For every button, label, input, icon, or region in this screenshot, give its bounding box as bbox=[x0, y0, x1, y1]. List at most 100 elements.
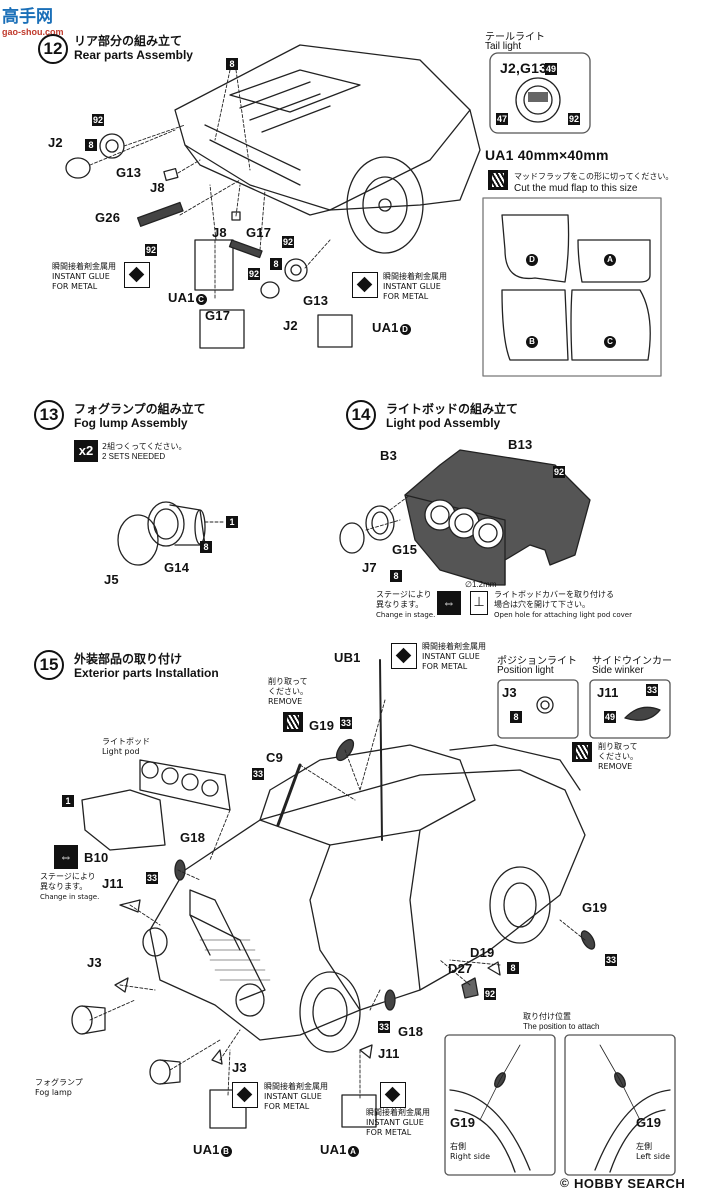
num-92: 92 bbox=[92, 114, 104, 126]
step-14-title-jp: ライトボッドの組み立て bbox=[386, 402, 519, 416]
cut-icon bbox=[488, 170, 508, 190]
glue-en2: FOR METAL bbox=[383, 292, 429, 301]
watermark-logo: 高手网 gao-shou.com bbox=[2, 2, 72, 37]
label-g18: G18 bbox=[180, 830, 206, 845]
num-8: 8 bbox=[85, 139, 97, 151]
label-j11: J11 bbox=[102, 876, 124, 891]
stage-note-14: ステージにより異なります。Change in stage. bbox=[376, 590, 435, 620]
stage-en: Change in stage. bbox=[40, 893, 100, 901]
light-pod-drawing bbox=[339, 449, 591, 586]
remove-jp1: 削り取って bbox=[268, 677, 308, 686]
num-92: 92 bbox=[553, 466, 565, 478]
taillight-parts: J2,G13 bbox=[500, 60, 548, 76]
stage-jp1: ステージにより bbox=[40, 872, 96, 881]
remove-jp2: ください。 bbox=[268, 687, 308, 696]
remove-note-top: 削り取ってください。REMOVE bbox=[268, 677, 308, 707]
position-light-title-jp: ポジションライト bbox=[497, 656, 577, 667]
left-en: Left side bbox=[636, 1152, 670, 1161]
remove-jp1: 削り取って bbox=[598, 742, 638, 751]
num-92: 92 bbox=[568, 113, 580, 125]
sets-note-jp: 2組つくってください。 bbox=[102, 442, 187, 451]
label-g19-right-side: G19 bbox=[450, 1115, 476, 1130]
step-13-title-jp: フォグランプの組み立て bbox=[74, 402, 206, 416]
glue-jp: 瞬間接着剤金属用 bbox=[264, 1082, 328, 1091]
stage-arrows-icon: ⇔ bbox=[437, 591, 461, 615]
step-15-title-jp: 外装部品の取り付け bbox=[74, 652, 183, 666]
lightpod-en: Light pod bbox=[102, 747, 140, 756]
right-jp: 右側 bbox=[450, 1142, 466, 1151]
label-ub1: UB1 bbox=[334, 650, 361, 665]
sets-note-en: 2 SETS NEEDED bbox=[102, 452, 166, 461]
glue-diamond-icon bbox=[124, 262, 150, 288]
label-g17: G17 bbox=[246, 225, 272, 240]
rear-light-housing-g13 bbox=[99, 133, 125, 159]
stage-jp1: ステージにより bbox=[376, 590, 432, 599]
label-j3: J3 bbox=[232, 1060, 247, 1075]
glue-en2: FOR METAL bbox=[52, 282, 98, 291]
side-winker-title-jp: サイドウインカー bbox=[592, 656, 672, 667]
rear-car-body-drawing bbox=[174, 44, 481, 254]
label-j11-lower: J11 bbox=[378, 1046, 400, 1061]
footer-logo: HOBBY SEARCH bbox=[574, 1176, 686, 1191]
num-8: 8 bbox=[510, 711, 522, 723]
label-g26: G26 bbox=[95, 210, 121, 225]
front-car-body-drawing bbox=[142, 659, 586, 1053]
mudflap-note-jp: マッドフラップをこの形に切ってください。 bbox=[514, 172, 674, 181]
num-1: 1 bbox=[62, 795, 74, 807]
step-12-title-en: Rear parts Assembly bbox=[74, 48, 193, 62]
num-92: 92 bbox=[145, 244, 157, 256]
hole-en: Open hole for attaching light pod cover bbox=[494, 611, 632, 619]
circled-d: D bbox=[399, 324, 411, 335]
glue-diamond-icon bbox=[391, 643, 417, 669]
label-b10: B10 bbox=[84, 850, 109, 865]
glue-en1: INSTANT GLUE bbox=[264, 1092, 322, 1101]
drill-size: ∅1.2mm bbox=[465, 580, 497, 589]
num-33: 33 bbox=[646, 684, 658, 696]
circled-b: B bbox=[220, 1146, 232, 1157]
lightpod-jp: ライトボッド bbox=[102, 737, 150, 746]
num-1: 1 bbox=[226, 516, 238, 528]
num-33: 33 bbox=[605, 954, 617, 966]
glue-jp: 瞬間接着剤金属用 bbox=[383, 272, 447, 281]
stage-note-15: ステージにより異なります。Change in stage. bbox=[40, 872, 99, 902]
left-jp: 左側 bbox=[636, 1142, 652, 1151]
rear-light-lens-j2 bbox=[65, 157, 91, 179]
num-8: 8 bbox=[226, 58, 238, 70]
step-15-number: 15 bbox=[34, 650, 64, 680]
mudflap-c: C bbox=[604, 336, 616, 348]
hole-jp2: 場合は穴を開けて下さい。 bbox=[494, 600, 590, 609]
label-g19-left-side: G19 bbox=[636, 1115, 662, 1130]
mudflap-title: UA1 40mm×40mm bbox=[485, 147, 609, 163]
label-g18-lower: G18 bbox=[398, 1024, 424, 1039]
glue-jp: 瞬間接着剤金属用 bbox=[52, 262, 116, 271]
label-d27: D27 bbox=[448, 961, 473, 976]
ua1b-text: UA1 bbox=[193, 1142, 220, 1157]
foglamp-en: Fog lamp bbox=[35, 1088, 72, 1097]
side-winker-title-en: Side winker bbox=[592, 665, 644, 676]
num-33: 33 bbox=[378, 1021, 390, 1033]
num-33: 33 bbox=[146, 872, 158, 884]
num-8: 8 bbox=[270, 258, 282, 270]
step-12-number: 12 bbox=[38, 34, 68, 64]
glue-en1: INSTANT GLUE bbox=[52, 272, 110, 281]
mudflap-a: A bbox=[604, 254, 616, 266]
label-c9: C9 bbox=[266, 750, 284, 765]
label-j3: J3 bbox=[87, 955, 102, 970]
label-j5: J5 bbox=[104, 572, 119, 587]
stage-jp2: 異なります。 bbox=[376, 600, 424, 609]
lightpod-hole-note: ライトボッドカバーを取り付ける場合は穴を開けて下さい。Open hole for… bbox=[494, 590, 632, 620]
glue-en2: FOR METAL bbox=[422, 662, 468, 671]
num-33: 33 bbox=[340, 717, 352, 729]
watermark-subtitle: gao-shou.com bbox=[2, 27, 64, 37]
attach-title-jp: 取り付け位置 bbox=[523, 1012, 571, 1021]
glue-diamond-icon bbox=[232, 1082, 258, 1108]
foglamp-jp: フォグランプ bbox=[35, 1078, 83, 1087]
glue-jp: 瞬間接着剤金属用 bbox=[422, 642, 486, 651]
label-j7: J7 bbox=[362, 560, 377, 575]
